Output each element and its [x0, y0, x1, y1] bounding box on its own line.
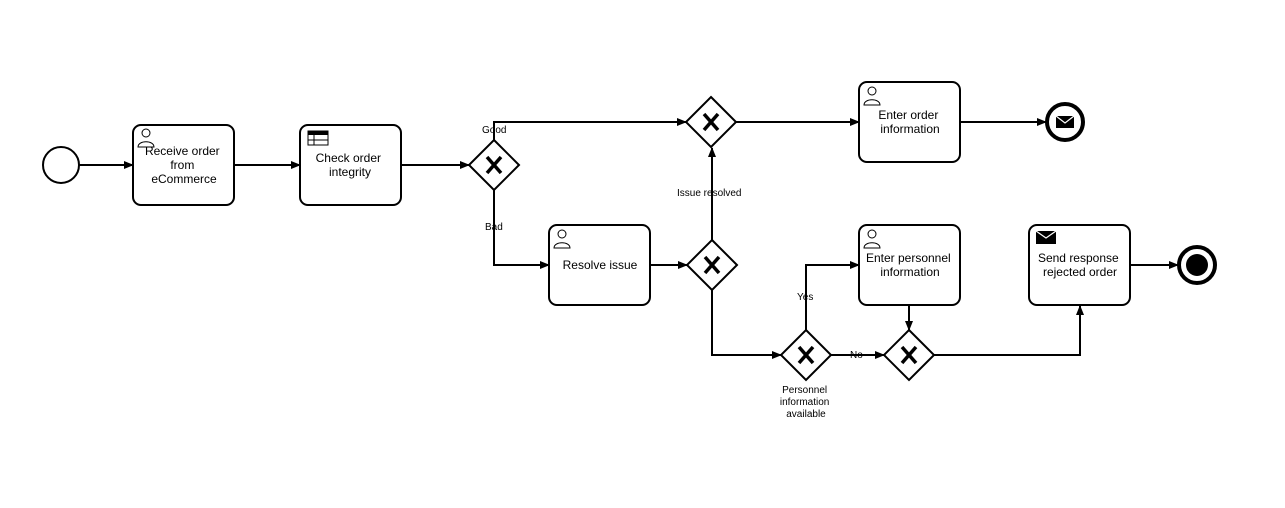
gateway-top-merge[interactable] — [684, 95, 738, 149]
flow-yes[interactable] — [805, 261, 860, 330]
user-icon — [553, 229, 571, 249]
task-label-line: information — [880, 265, 939, 279]
task-label-line: rejected order — [1043, 265, 1117, 279]
task-label: Enter order information — [878, 108, 941, 136]
task-label: Resolve issue — [563, 258, 638, 272]
task-resolve-issue[interactable]: Resolve issue — [548, 224, 651, 306]
task-receive-order[interactable]: Receive order from eCommerce — [132, 124, 235, 206]
terminate-end-event[interactable] — [1177, 245, 1217, 285]
flow-label-no: No — [850, 350, 863, 361]
task-label: Receive order from eCommerce — [145, 144, 223, 186]
x-icon — [797, 345, 815, 365]
task-label-line: eCommerce — [151, 172, 217, 186]
task-label-line: information — [880, 122, 939, 136]
gateway-label-line: Personnel — [782, 385, 827, 396]
task-label-line: from — [170, 158, 194, 172]
task-label-line: Enter order — [878, 108, 938, 122]
start-event[interactable] — [42, 146, 80, 184]
user-icon — [137, 128, 155, 148]
x-icon — [702, 112, 720, 132]
task-enter-order-information[interactable]: Enter order information — [858, 81, 961, 163]
task-check-order-integrity[interactable]: Check order integrity — [299, 124, 402, 206]
flow-label-bad: Bad — [485, 222, 503, 233]
x-icon — [900, 345, 918, 365]
gateway-personnel-merge[interactable] — [882, 328, 936, 382]
gateway-label-line: information — [780, 397, 829, 408]
flow-label-yes: Yes — [797, 292, 813, 303]
task-label-line: Check order — [316, 151, 381, 165]
business-rule-icon — [307, 130, 329, 146]
message-end-event[interactable] — [1045, 102, 1085, 142]
task-label: Send response rejected order — [1038, 251, 1122, 279]
flow-good[interactable] — [493, 118, 687, 140]
user-icon — [863, 229, 881, 249]
task-send-response-rejected-order[interactable]: Send response rejected order — [1028, 224, 1131, 306]
task-label-line: Send response — [1038, 251, 1119, 265]
task-label-line: integrity — [329, 165, 371, 179]
flow-to-personnel-gateway[interactable] — [711, 290, 782, 359]
task-label-line: Receive order — [145, 144, 220, 158]
task-label: Enter personnel information — [866, 251, 954, 279]
gateway-issue-resolved[interactable] — [685, 238, 739, 292]
gateway-personnel-available[interactable] — [779, 328, 833, 382]
flow-label-issue-resolved: Issue resolved — [677, 188, 741, 199]
task-label: Check order integrity — [316, 151, 385, 179]
gateway-label-personnel-available: Personnel information available — [780, 385, 832, 420]
flow-label-good: Good — [482, 125, 506, 136]
user-icon — [863, 86, 881, 106]
gateway-label-line: available — [786, 409, 826, 420]
task-label-line: Enter personnel — [866, 251, 951, 265]
task-enter-personnel-information[interactable]: Enter personnel information — [858, 224, 961, 306]
task-label-line: Resolve issue — [563, 258, 638, 272]
flow-merge-to-send[interactable] — [934, 305, 1084, 356]
gateway-integrity[interactable] — [467, 138, 521, 192]
flow-bad[interactable] — [493, 190, 550, 269]
x-icon — [703, 255, 721, 275]
envelope-icon — [1035, 230, 1057, 244]
x-icon — [485, 155, 503, 175]
envelope-icon — [1055, 115, 1075, 128]
